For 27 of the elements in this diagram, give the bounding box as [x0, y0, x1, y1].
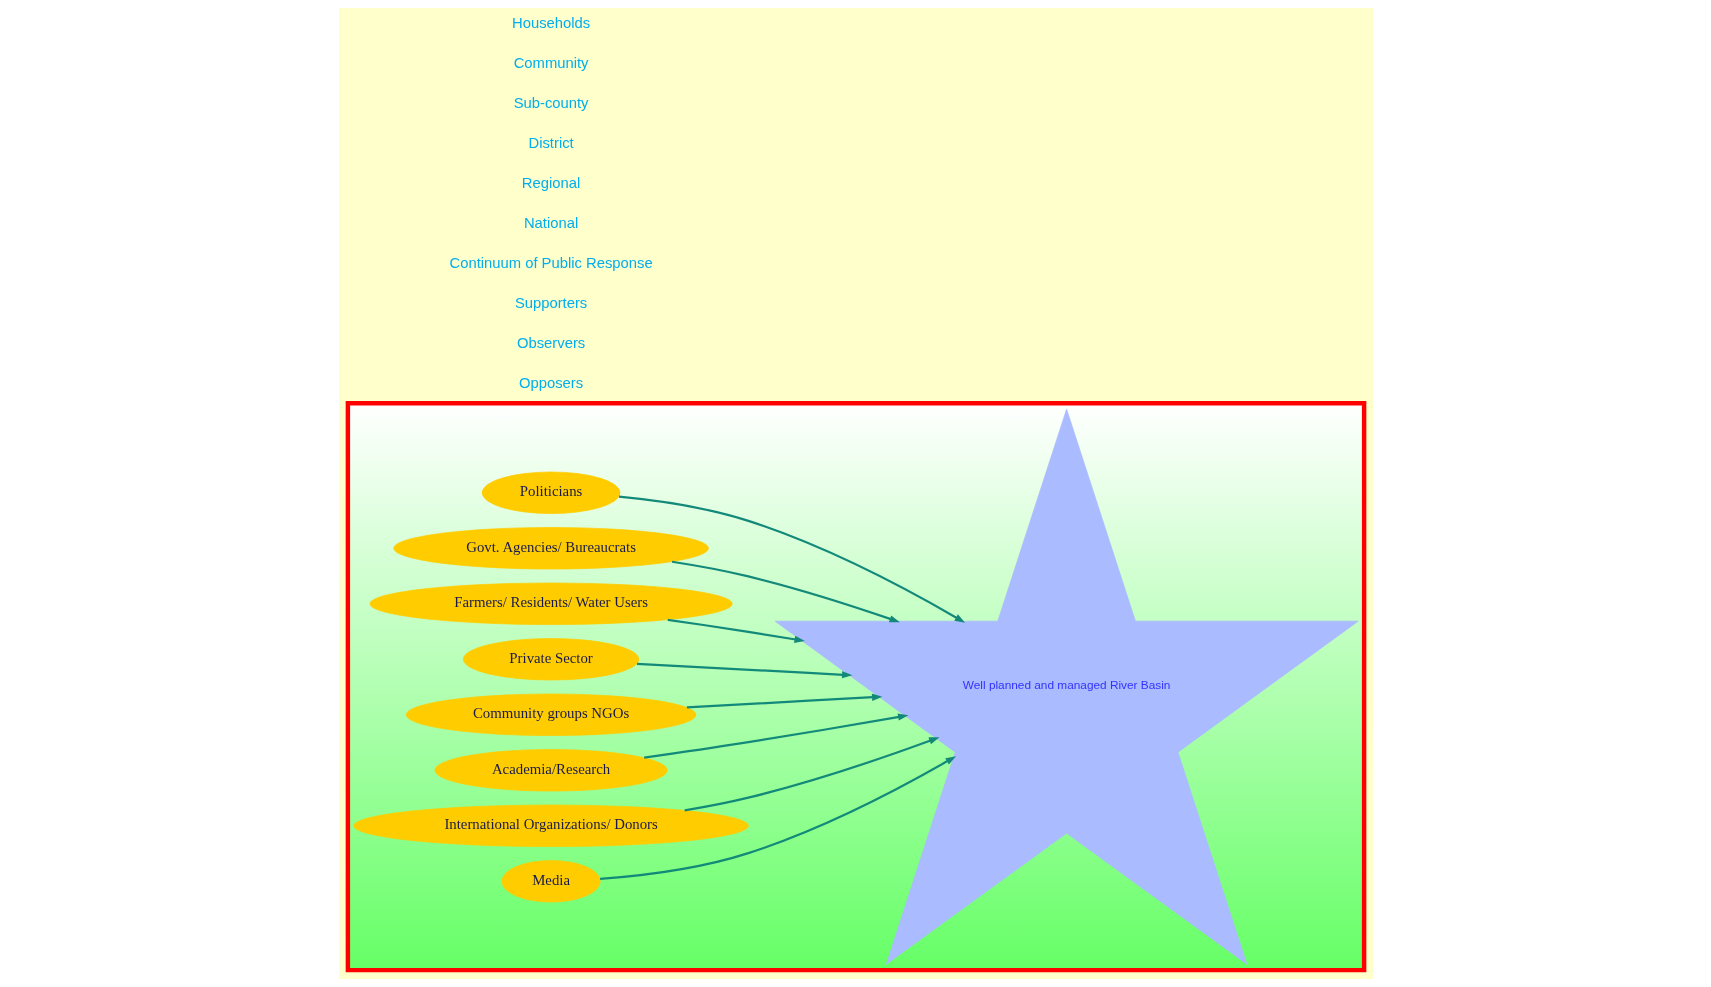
node-ellipse: Private Sector [462, 638, 639, 681]
arrow [686, 693, 882, 709]
label: Continuum of Public Response [449, 254, 653, 271]
label: Regional [521, 174, 580, 191]
node-ellipse: Govt. Agencies/ Bureaucrats [392, 527, 709, 570]
arrow [683, 737, 939, 812]
node-ellipse: Politicians [481, 471, 620, 514]
label: Sub-county [513, 94, 589, 111]
label: Community [513, 54, 588, 71]
node-ellipse: Community groups NGOs [405, 693, 696, 736]
label: Opposers [518, 374, 583, 391]
arrow [599, 756, 956, 881]
node-ellipse: Media [501, 860, 601, 903]
node-ellipse: Farmers/ Residents/ Water Users [369, 582, 733, 625]
arrow [643, 713, 908, 759]
label: District [527, 134, 574, 151]
arrow [636, 662, 852, 679]
label: Observers [516, 334, 585, 351]
label: Supporters [514, 294, 587, 311]
node-ellipse: Academia/Research [434, 749, 668, 792]
arrow [667, 618, 805, 643]
arrow [671, 560, 900, 623]
label: National [523, 214, 578, 231]
label: Households [511, 15, 590, 31]
arrow [618, 495, 965, 623]
node-ellipse: International Organizations/ Donors [352, 804, 749, 847]
cluster [345, 401, 1366, 973]
